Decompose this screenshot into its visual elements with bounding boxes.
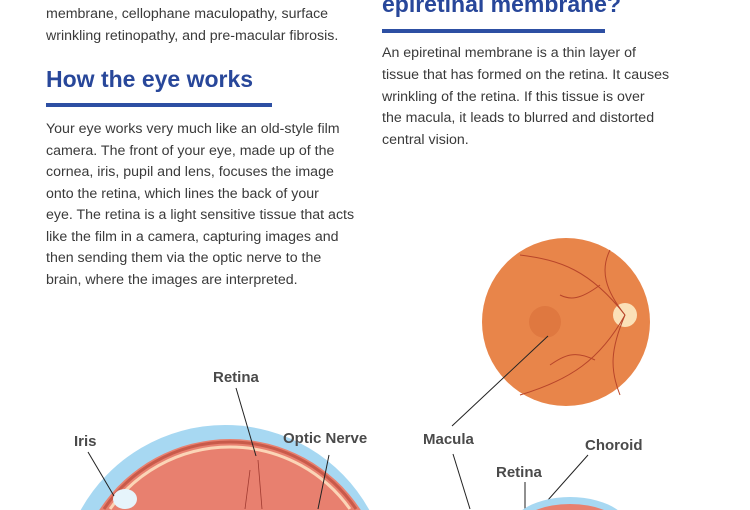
macula-pointer-lower	[452, 453, 471, 510]
iris-pointer	[87, 451, 115, 497]
retina-detail-illustration	[522, 497, 618, 510]
text-line: wrinkling retinopathy, and pre-macular f…	[46, 28, 339, 44]
label-retina-detail: Retina	[496, 464, 542, 481]
section-heading-how-eye-works: How the eye works	[46, 66, 254, 92]
text-line: onto the retina, which lines the back of…	[46, 185, 319, 202]
label-optic-nerve: Optic Nerve	[283, 430, 368, 447]
label-choroid: Choroid	[585, 437, 643, 454]
retina-pointer	[235, 387, 257, 457]
eye-cross-section	[80, 425, 370, 510]
label-macula: Macula	[423, 431, 474, 448]
section-heading-what-is-erm: epiretinal membrane?	[382, 0, 622, 17]
text-line: tissue that has formed on the retina. It…	[382, 67, 670, 83]
text-line: camera. The front of your eye, made up o…	[46, 142, 335, 159]
label-retina: Retina	[213, 369, 259, 386]
text-line: wrinkling of the retina. If this tissue …	[382, 88, 645, 105]
text-line: central vision.	[382, 131, 469, 148]
text-line: cornea, iris, pupil and lens, focuses th…	[46, 164, 334, 180]
heading-underline	[382, 29, 605, 33]
text-line: eye. The retina is a light sensitive tis…	[46, 207, 355, 223]
heading-underline	[46, 103, 272, 107]
optic-nerve-pointer	[317, 454, 330, 510]
fundus-illustration	[482, 238, 650, 406]
text-line: the macula, it leads to blurred and dist…	[382, 110, 655, 126]
macula-pointer	[451, 335, 549, 427]
text-line: then sending them via the optic nerve to…	[46, 250, 322, 266]
text-line: like the film in a camera, capturing ima…	[46, 228, 339, 245]
text-line: brain, where the images are interpreted.	[46, 271, 298, 288]
label-iris: Iris	[74, 433, 97, 450]
text-line: membrane, cellophane maculopathy, surfac…	[46, 6, 329, 22]
text-line: An epiretinal membrane is a thin layer o…	[382, 45, 636, 61]
text-line: Your eye works very much like an old-sty…	[46, 121, 340, 137]
